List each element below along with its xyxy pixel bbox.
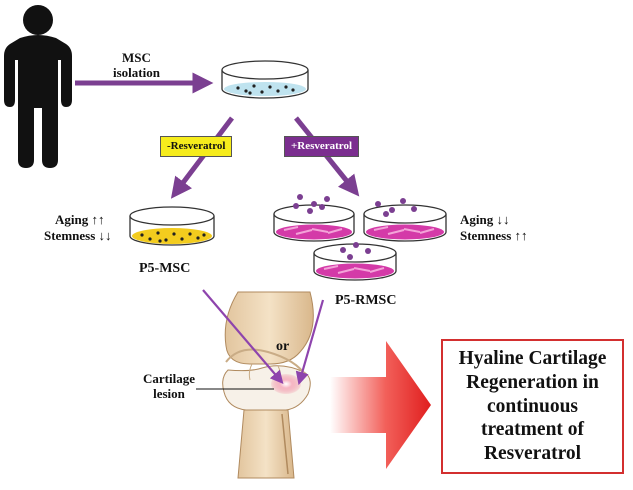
cartilage-lesion-line1: Cartilage: [143, 371, 195, 386]
cartilage-lesion-line2: lesion: [153, 385, 185, 401]
cartilage-lesion-label: Cartilage lesion: [143, 371, 195, 402]
petri-dish-p5-rmsc-bottom: [313, 243, 397, 281]
petri-dish-p5-msc: [129, 206, 215, 246]
p5-rmsc-label: P5-RMSC: [335, 293, 397, 308]
big-result-arrow: [330, 341, 431, 469]
petri-dish-original: [221, 60, 309, 99]
result-line-4: treatment of: [480, 419, 585, 441]
petri-dish-p5-rmsc-right: [363, 204, 447, 242]
right-stemness-label: Stemness ↑↑: [460, 228, 528, 243]
left-aging-label: Aging ↑↑: [55, 212, 105, 227]
injection-arrow-rmsc: [295, 299, 325, 386]
right-aging-label: Aging ↓↓: [460, 212, 510, 227]
result-box: Hyaline Cartilage Regeneration in contin…: [441, 339, 624, 474]
result-line-5: Resveratrol: [483, 443, 582, 465]
result-line-1: Hyaline Cartilage: [458, 348, 607, 370]
minus-resveratrol-tag: -Resveratrol: [160, 136, 233, 158]
plus-resveratrol-tag: +Resveratrol: [284, 136, 360, 158]
injection-arrow-msc: [202, 289, 284, 385]
person-icon: [4, 5, 72, 168]
msc-isolation-line1: MSC: [122, 50, 151, 65]
result-line-2: Regeneration in: [466, 371, 599, 393]
or-label: or: [276, 339, 290, 354]
left-stemness-label: Stemness ↓↓: [44, 228, 112, 243]
msc-isolation-line2: isolation: [113, 64, 160, 80]
resveratrol-particles: [293, 194, 417, 260]
p5-msc-label: P5-MSC: [139, 261, 191, 276]
msc-isolation-label: MSC isolation: [113, 50, 160, 81]
knee-icon: [222, 291, 314, 479]
cartilage-lesion-spot: [271, 374, 301, 394]
petri-dish-p5-rmsc-left: [273, 204, 355, 242]
result-line-3: continuous: [486, 395, 579, 417]
